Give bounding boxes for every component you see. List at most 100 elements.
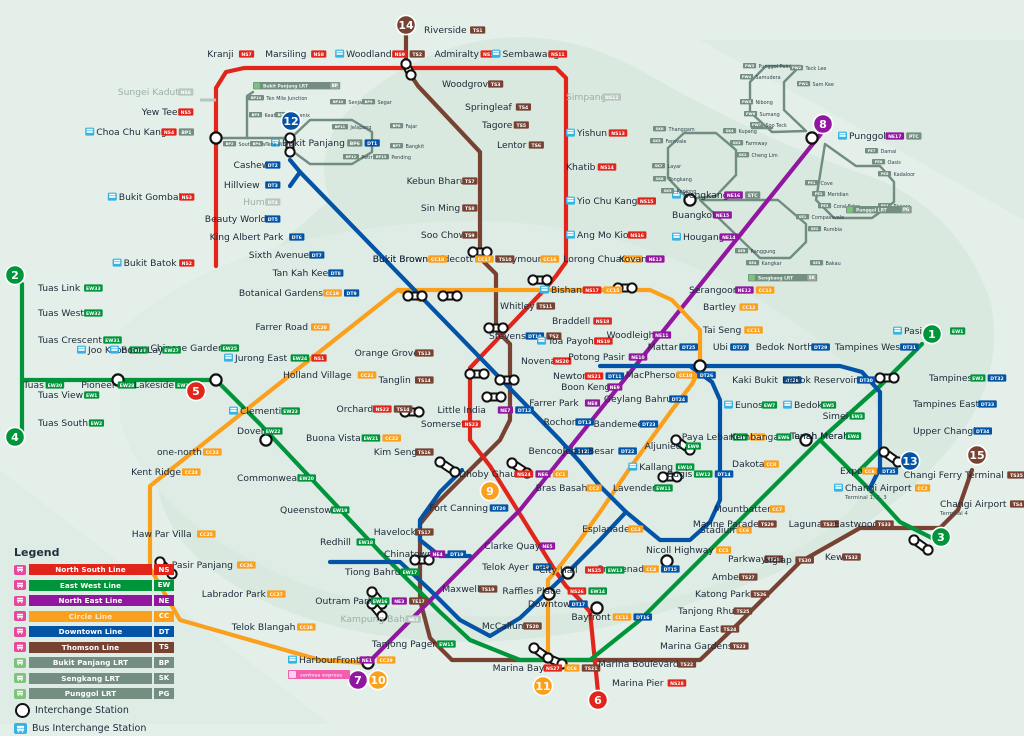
interchange-raffles-place[interactable] — [542, 587, 556, 601]
interchange-bayfront[interactable] — [590, 601, 604, 615]
interchange-marker[interactable] — [483, 322, 509, 334]
terminus-marker[interactable]: 3 — [930, 526, 952, 548]
terminus-marker[interactable]: 7 — [347, 669, 369, 691]
interchange-city-hall[interactable] — [561, 566, 575, 580]
interchange-marker[interactable] — [409, 554, 435, 566]
interchange-marker[interactable] — [467, 246, 493, 258]
interchange-marker[interactable] — [400, 58, 417, 81]
interchange-macpherson[interactable] — [693, 359, 707, 373]
interchange-marker[interactable] — [494, 374, 520, 386]
interchange-jurong-east[interactable] — [209, 373, 223, 387]
interchange-marker[interactable] — [527, 274, 553, 286]
interchange-punggol[interactable] — [805, 131, 819, 145]
terminus-marker[interactable]: 15 — [966, 444, 988, 466]
interchange-marker[interactable] — [434, 456, 461, 478]
terminus-marker[interactable]: 6 — [587, 689, 609, 711]
terminus-marker[interactable]: 14 — [395, 14, 417, 36]
